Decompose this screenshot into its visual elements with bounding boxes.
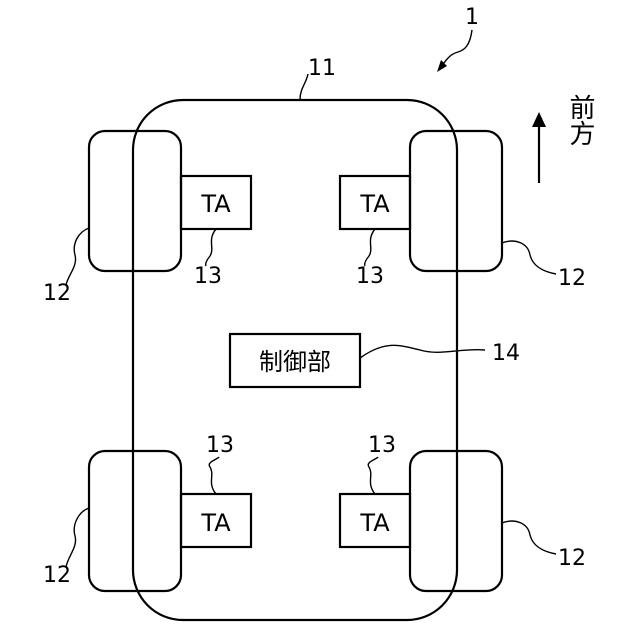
leader-line-actuator [368,457,378,494]
label-wheel: 12 [558,546,586,571]
leader-line-wheel [502,521,556,554]
controller-label: 制御部 [259,348,331,376]
leader-line-vehicle [440,30,472,68]
leader-line-body [300,74,308,100]
forward-direction-label: 前方 [565,94,595,146]
controller-box: 制御部 [230,334,360,387]
wheel-front-left [89,131,181,271]
forward-arrow-head [532,112,546,127]
label-wheel: 12 [558,266,586,291]
actuator-label: TA [359,509,390,537]
leader-line-actuator [209,457,219,494]
actuator-label: TA [359,190,390,218]
actuator-front-left: TA [181,176,251,229]
leader-line-wheel [502,241,556,274]
label-controller: 14 [492,341,520,366]
actuator-rear-right: TA [340,494,410,547]
leader-line-wheel [66,508,89,567]
actuator-front-right: TA [340,176,410,229]
leader-line-wheel [66,228,89,285]
leader-line-actuator [365,229,375,266]
actuator-label: TA [200,190,231,218]
label-actuator: 13 [194,264,222,289]
label-vehicle: 1 [465,5,479,30]
label-actuator: 13 [356,264,384,289]
leader-line-controller [360,345,485,358]
wheel-rear-left [89,451,181,591]
label-wheel: 12 [43,281,71,306]
actuator-label: TA [200,509,231,537]
label-actuator: 13 [368,433,396,458]
leader-line-actuator [206,229,216,266]
label-actuator: 13 [206,433,234,458]
label-body: 11 [308,56,336,81]
actuator-rear-left: TA [181,494,251,547]
label-wheel: 12 [43,563,71,588]
